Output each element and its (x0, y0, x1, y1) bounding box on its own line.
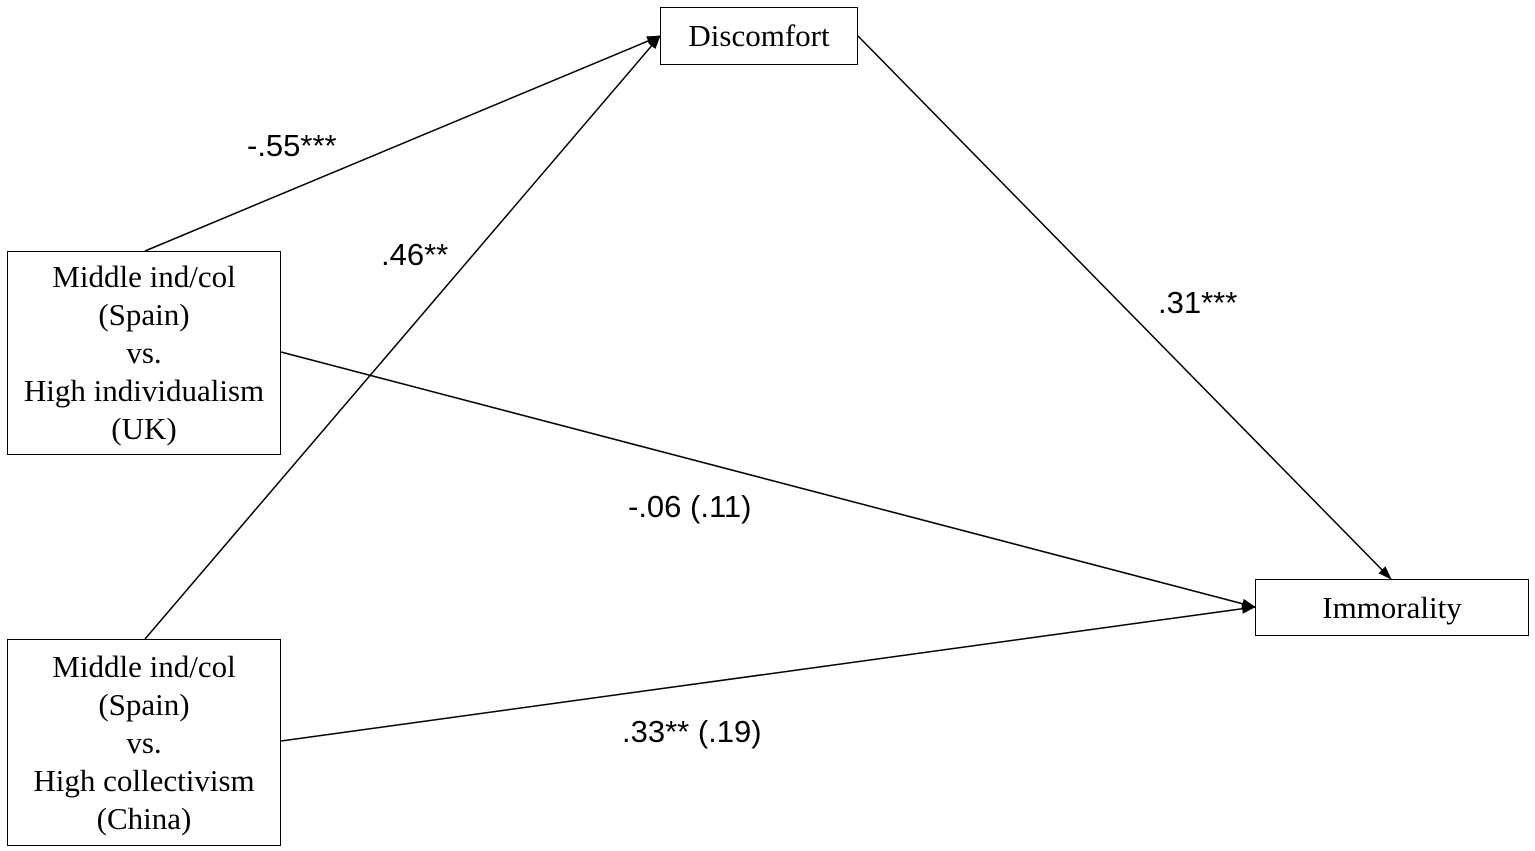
edge-label-uk-to-immorality: -.06 (.11) (628, 489, 752, 524)
node-label: Immorality (1322, 589, 1462, 625)
arrow-china-to-immorality (280, 603, 1256, 742)
node-line: (China) (96, 800, 192, 836)
node-line: (Spain) (98, 297, 190, 332)
arrow-discomfort-to-immorality (857, 35, 1392, 580)
node-line: (Spain) (98, 686, 190, 722)
node-line: (UK) (111, 411, 177, 446)
arrow-uk-to-immorality (280, 351, 1256, 609)
node-line: vs. (126, 335, 162, 370)
node-line: vs. (126, 724, 162, 760)
arrow-china-to-discomfort (144, 35, 661, 640)
node-line: Middle ind/col (52, 648, 236, 684)
node-line: Middle ind/col (52, 259, 236, 294)
node-line: High individualism (23, 373, 265, 408)
node-line: High collectivism (33, 762, 255, 798)
node-spain-vs-china: Middle ind/col (Spain) vs. High collecti… (7, 639, 281, 846)
node-spain-vs-uk: Middle ind/col (Spain) vs. High individu… (7, 251, 281, 455)
node-immorality: Immorality (1255, 579, 1529, 636)
edge-label-uk-to-discomfort: -.55*** (247, 128, 337, 163)
node-discomfort: Discomfort (660, 7, 858, 65)
edge-label-china-to-discomfort: .46** (381, 237, 449, 272)
edge-label-discomfort-to-immorality: .31*** (1158, 285, 1238, 320)
arrow-uk-to-discomfort (144, 35, 661, 252)
edge-label-china-to-immorality: .33** (.19) (622, 714, 762, 749)
node-label: Discomfort (688, 18, 830, 53)
